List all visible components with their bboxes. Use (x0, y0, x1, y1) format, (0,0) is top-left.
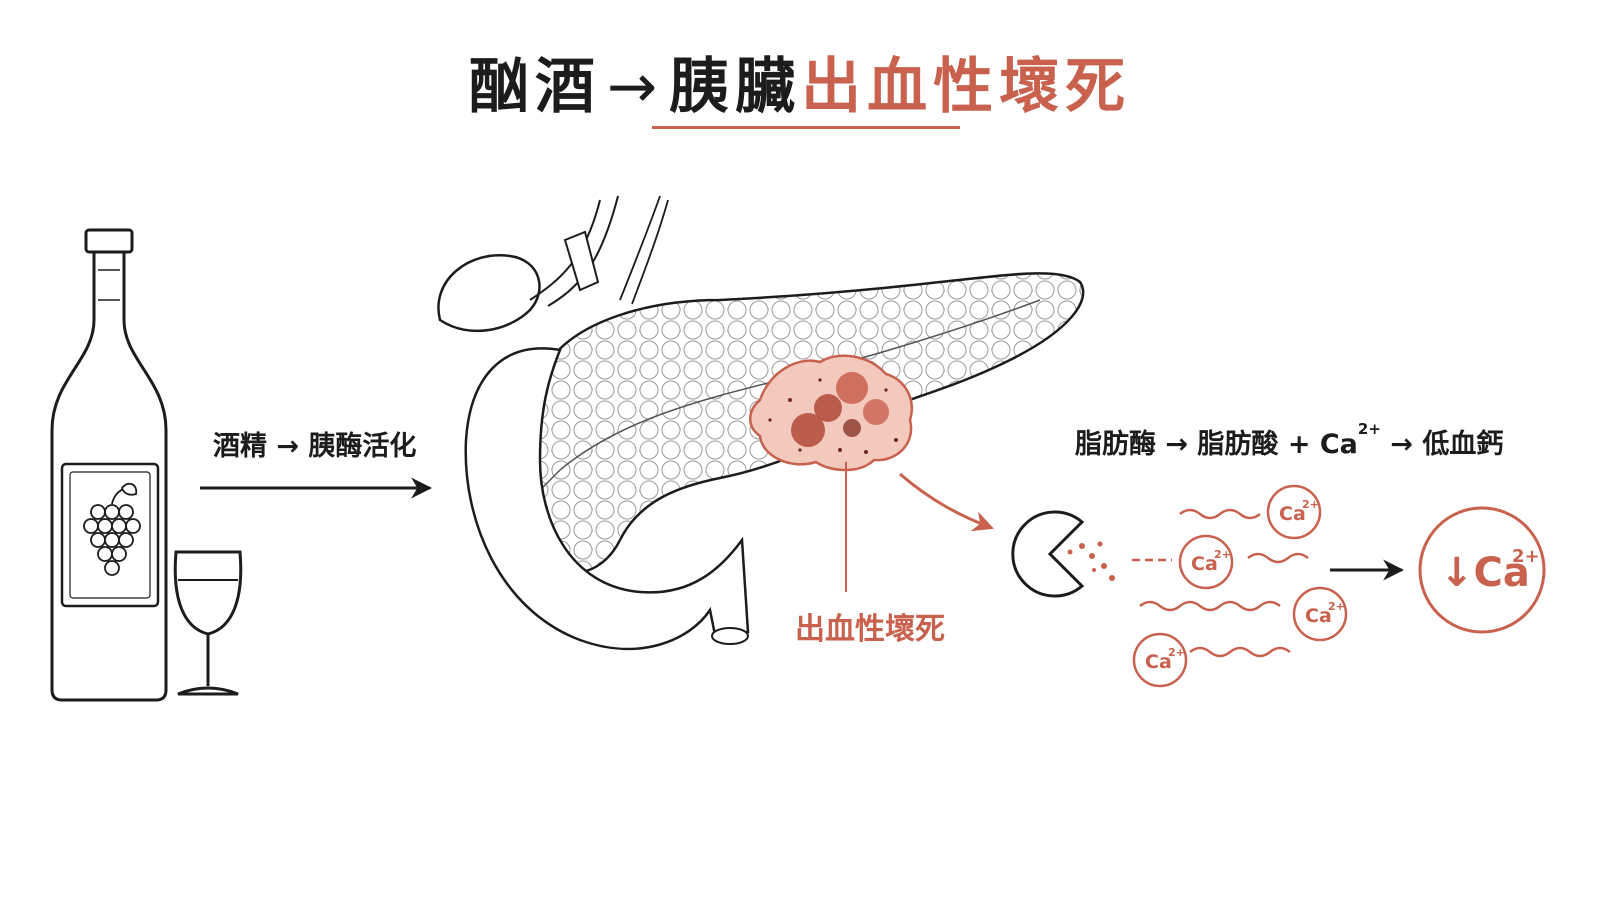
ca-ion-charge: 2+ (1302, 498, 1319, 511)
ca-ion-label: Ca (1305, 605, 1332, 627)
calcium-ion-labels: Ca 2+ Ca 2+ Ca 2+ Ca 2+ (1145, 498, 1345, 673)
calcium-ion-icon (1132, 484, 1348, 688)
ca-ion-charge: 2+ (1328, 600, 1345, 613)
alcohol-activation-label: 酒精 → 胰酶活化 (213, 431, 417, 462)
page-title: 酗酒→胰臟出血性壞死 (0, 38, 1600, 122)
lipase-chain-charge: 2+ (1357, 420, 1381, 438)
duodenum (464, 347, 750, 651)
lipase-chain-post: → 低血鈣 (1380, 429, 1504, 460)
grape-icon (83, 482, 141, 576)
wine-bottle-icon (50, 228, 168, 702)
ca-ion-label: Ca (1279, 503, 1306, 525)
hypocalcemia-circle (1418, 506, 1546, 634)
fat-particles (1067, 541, 1115, 581)
pacman-lipase-icon (1011, 510, 1085, 598)
necrosis-label: 出血性壞死 (795, 612, 945, 647)
ca-ion-label: Ca (1145, 651, 1172, 673)
ca-ion-charge: 2+ (1214, 548, 1231, 561)
fatty-acid-chains (1139, 508, 1309, 658)
title-cause: 酗酒 (468, 52, 601, 122)
wine-glass-icon (173, 550, 243, 696)
ca-ion-label: Ca (1191, 553, 1218, 575)
title-organ: 胰臟 (669, 52, 802, 122)
title-underline (652, 126, 960, 129)
hypocalcemia-label: ↓Ca (1440, 550, 1530, 596)
title-arrow: → (606, 52, 664, 122)
hypocalcemia-charge: 2+ (1512, 546, 1540, 567)
gallbladder (437, 253, 541, 333)
pancreas-illustration (437, 195, 1085, 651)
lipase-chain-label: 脂肪酶 → 脂肪酸 + Ca2+ → 低血鈣 (1075, 420, 1504, 461)
ca-ion-charge: 2+ (1168, 646, 1185, 659)
title-result: 出血性壞死 (801, 52, 1132, 122)
necrosis-to-lipase-arrow (899, 472, 994, 532)
lipase-chain-pre: 脂肪酶 → 脂肪酸 + Ca (1075, 429, 1358, 460)
